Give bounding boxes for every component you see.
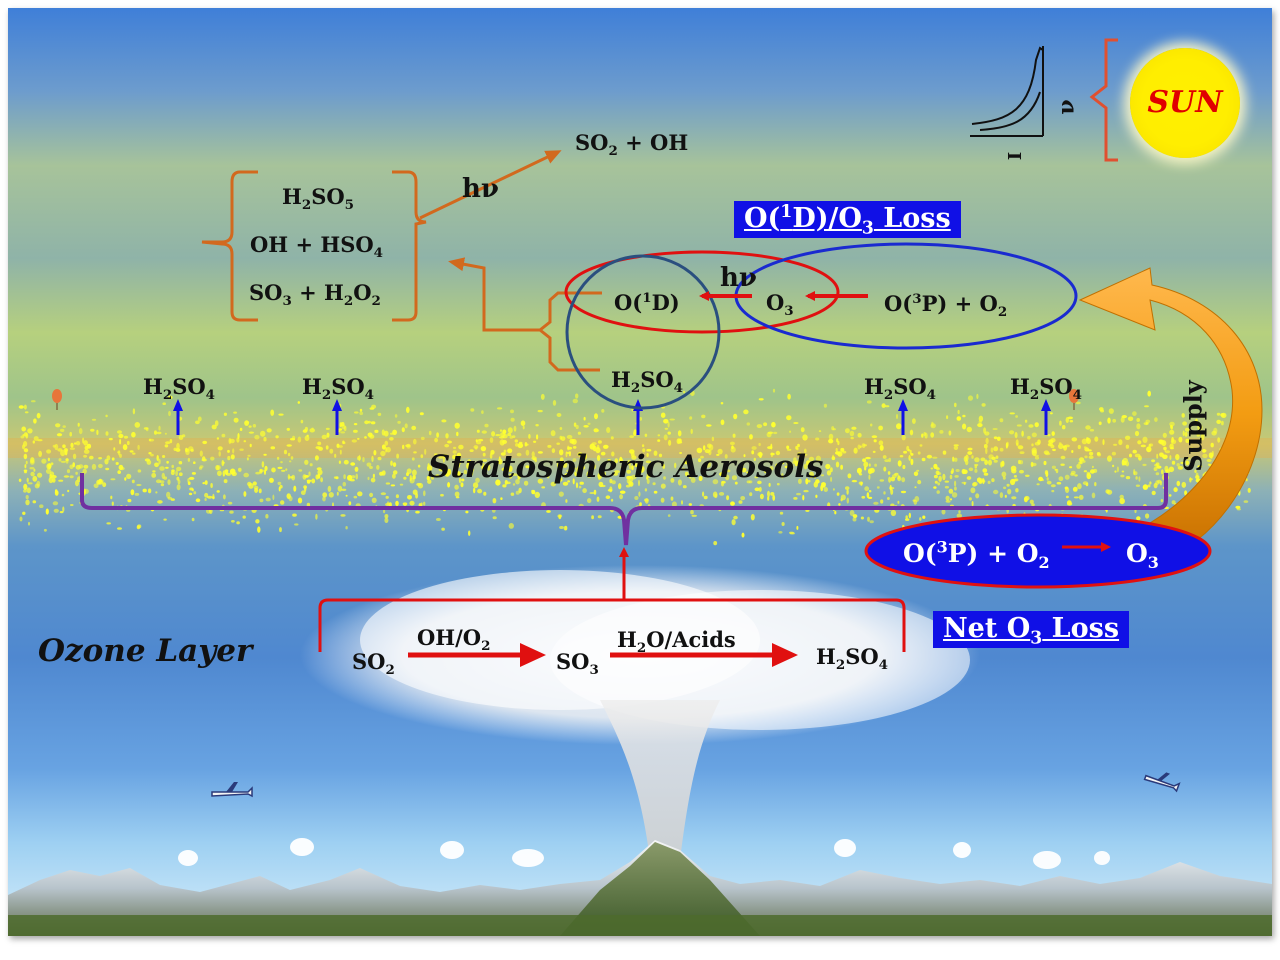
chain-oh-o2: OH/O2 xyxy=(417,625,491,655)
sun xyxy=(1130,48,1240,158)
h2so4-label-3: H2SO4 xyxy=(864,374,937,404)
airplane-icon xyxy=(1143,772,1181,793)
net-o3-loss-box: Net O3 Loss xyxy=(933,611,1130,648)
h2so4-label-1: H2SO4 xyxy=(143,374,216,404)
h2so4-label-2: H2SO4 xyxy=(302,374,375,404)
o1d-o3-loss-box: O(1D)/O3 Loss xyxy=(734,201,961,238)
o3-label: O3 xyxy=(766,290,794,320)
product-feedback-line xyxy=(448,257,602,332)
small-clouds xyxy=(178,838,1110,869)
chain-h2so4: H2SO4 xyxy=(816,644,889,674)
o3p-o2-label: O(3P) + O2 xyxy=(884,291,1008,321)
stratospheric-aerosols-label: Stratospheric Aerosols xyxy=(428,449,824,485)
sun-label: SUN xyxy=(1147,85,1223,120)
sun-bracket xyxy=(1089,38,1118,162)
o1d-ellipse xyxy=(564,250,840,334)
hv-ozone-label: hν xyxy=(720,263,757,293)
supply-label: Supply xyxy=(1178,380,1208,472)
volcanic-cloud xyxy=(300,565,980,860)
ozone-layer-label: Ozone Layer xyxy=(38,633,253,669)
aerosol-brace xyxy=(80,473,1168,546)
ozone-formation-product: O3 xyxy=(1126,539,1159,572)
h2so4-up-arrows xyxy=(173,399,1051,435)
product-brace-right xyxy=(392,170,427,322)
so2-oh-label: SO2 + OH xyxy=(575,130,689,160)
balloon-icon xyxy=(1069,389,1079,410)
scene-canvas xyxy=(8,8,1272,936)
chain-so2: SO2 xyxy=(352,649,395,679)
h2so4-connector xyxy=(539,328,600,372)
o1d-label: O(1D) xyxy=(614,290,680,315)
aerosol-haze-band xyxy=(8,438,1272,458)
h2so4-label-4: H2SO4 xyxy=(1010,374,1083,404)
spectrum-i-label: I xyxy=(1005,151,1027,161)
ozone-formation-ellipse xyxy=(864,513,1212,589)
balloon-icon xyxy=(52,389,62,410)
chain-so3: SO3 xyxy=(556,649,599,679)
spectrum-nu-label: ν xyxy=(1053,99,1080,115)
h2so4-center-label: H2SO4 xyxy=(611,367,684,397)
volcanic-bracket xyxy=(318,598,906,652)
aerosol-reaction-circle xyxy=(565,254,721,410)
chain-h2o-acids: H2O/Acids xyxy=(617,627,736,657)
h2so5-label: H2SO5 xyxy=(282,184,355,214)
so3-h2o2-label: SO3 + H2O2 xyxy=(249,280,381,310)
aerosol-particles xyxy=(18,388,1253,546)
supply-arrow xyxy=(1078,267,1263,561)
airplane-icon xyxy=(211,782,253,798)
oh-hso4-label: OH + HSO4 xyxy=(250,232,384,262)
photolysis-hv-label: hν xyxy=(462,174,499,204)
product-brace-left xyxy=(201,170,258,322)
photolysis-arrow xyxy=(419,150,562,220)
mountains xyxy=(8,840,1272,936)
solar-spectrum-icon xyxy=(970,46,1044,137)
diagram-frame: SUN ν I H2SO5 OH + HSO4 SO3 + H2O2 hν SO… xyxy=(8,8,1272,936)
ozone-formation-reaction: O(3P) + O2 xyxy=(903,537,1050,572)
